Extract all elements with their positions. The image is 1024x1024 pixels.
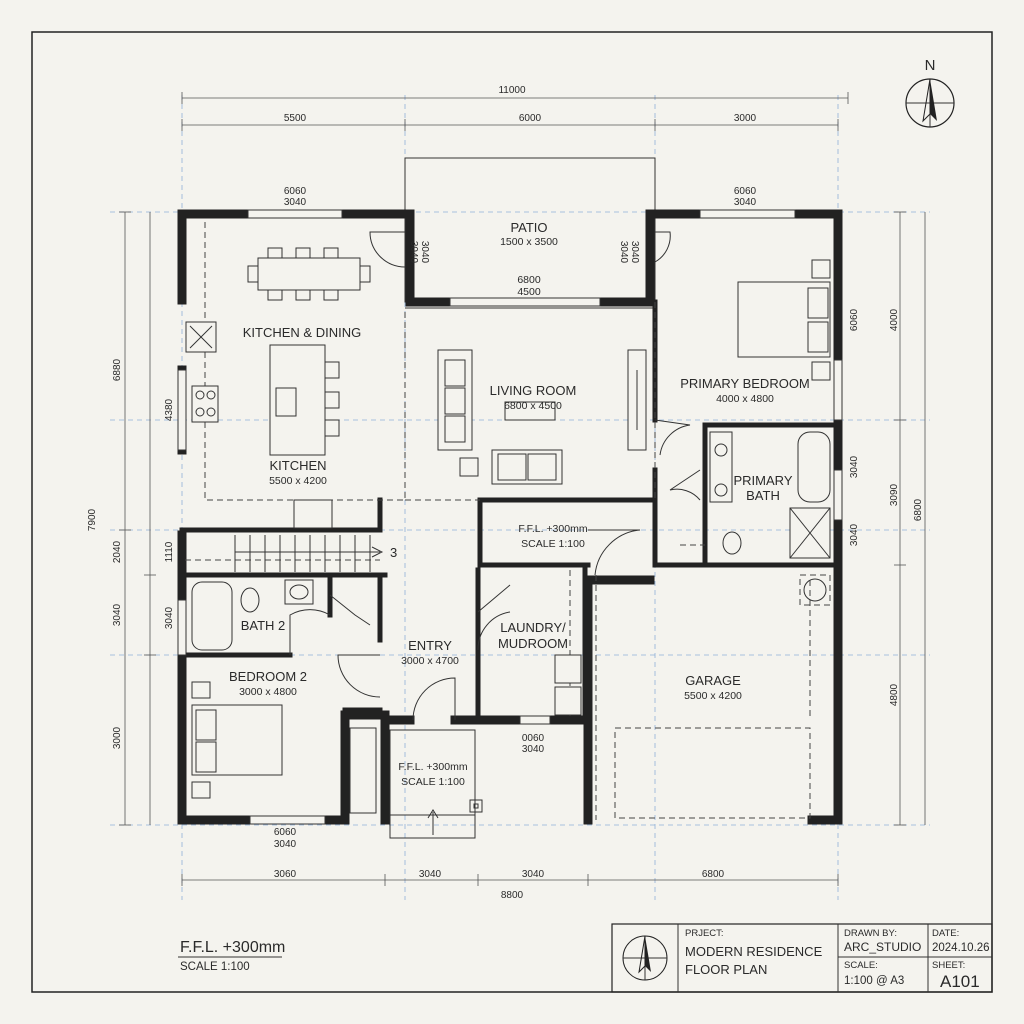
tb-sheet-label: SHEET:	[932, 960, 965, 971]
tag-left-stair: 1110	[164, 541, 175, 562]
tag-bottom-left-1: 6060	[274, 827, 297, 838]
sheet-border	[31, 31, 993, 993]
label-garage-size: 5500 x 4200	[684, 690, 742, 702]
bottom-dimensions: 3060 3040 3040 6800 8800	[181, 869, 839, 901]
label-laundry-1: LAUNDRY/	[500, 620, 566, 635]
laundry-garage-fixtures	[469, 654, 582, 813]
label-primary-bedroom-size: 4000 x 4800	[716, 393, 774, 405]
tb-project-2: FLOOR PLAN	[685, 962, 767, 977]
label-kitchen: KITCHEN	[269, 458, 326, 473]
dim-left-3000: 3000	[112, 726, 123, 749]
tag-top-left-1: 6060	[284, 186, 307, 197]
stair-count: 3	[390, 545, 397, 560]
label-patio: PATIO	[510, 220, 547, 235]
note-scale-main: SCALE 1:100	[180, 961, 250, 973]
north-label: N	[925, 57, 936, 74]
dim-bottom-seg-1: 3060	[274, 869, 297, 880]
tb-project-label: PRJECT:	[685, 928, 724, 939]
dim-top-seg-1: 5500	[284, 113, 307, 124]
label-bedroom2-size: 3000 x 4800	[239, 686, 297, 698]
dim-right-4000: 4000	[889, 308, 900, 331]
dim-left-outer-bottom: 7900	[87, 508, 98, 531]
label-patio-size: 1500 x 3500	[500, 236, 558, 248]
tag-right-wc: 3040	[849, 523, 860, 546]
label-bath2: BATH 2	[241, 618, 286, 633]
dashed-boundaries	[185, 222, 831, 820]
doors	[289, 231, 701, 721]
dim-right-6800: 6800	[913, 498, 924, 521]
tb-scale-value: 1:100 @ A3	[844, 975, 904, 987]
title-block: PRJECT: MODERN RESIDENCE FLOOR PLAN DRAW…	[611, 923, 993, 993]
dim-top-total: 11000	[498, 85, 526, 96]
label-bedroom2: BEDROOM 2	[229, 669, 307, 684]
note-ffl-entry: F.F.L. +300mm	[398, 761, 467, 773]
label-living: LIVING ROOM	[490, 383, 577, 398]
kitchen-dining-furniture	[185, 247, 371, 529]
main-ffl-note: F.F.L. +300mm SCALE 1:100	[178, 939, 285, 973]
tb-scale-label: SCALE:	[844, 960, 878, 971]
dim-left-3040: 3040	[112, 603, 123, 626]
note-ffl-main: F.F.L. +300mm	[180, 939, 285, 956]
label-entry-size: 3000 x 4700	[401, 655, 459, 667]
label-primary-bath-1: PRIMARY	[734, 473, 793, 488]
right-dimensions: 4000 3090 6800 4800	[889, 211, 926, 826]
label-living-size: 6800 x 4500	[504, 400, 562, 412]
tag-patio-right: 30403040	[618, 241, 640, 264]
dim-left-outer-top: 6880	[112, 358, 123, 381]
top-dimensions: 11000 5500 6000 3000	[181, 85, 849, 131]
room-labels: KITCHEN & DINING KITCHEN 5500 x 4200 PAT…	[229, 220, 810, 788]
label-primary-bedroom: PRIMARY BEDROOM	[680, 376, 810, 391]
dim-bottom-total: 8800	[501, 890, 524, 901]
label-kitchen-size: 5500 x 4200	[269, 475, 327, 487]
note-ffl-hall: F.F.L. +300mm	[518, 523, 587, 535]
note-scale-entry: SCALE 1:100	[401, 776, 465, 788]
dim-bottom-seg-3: 3040	[522, 869, 545, 880]
tag-right-bed: 6060	[849, 308, 860, 331]
tb-sheet-value: A101	[940, 972, 980, 991]
dim-bottom-seg-2: 3040	[419, 869, 442, 880]
label-garage: GARAGE	[685, 673, 741, 688]
tag-left-side: 4380	[164, 398, 175, 421]
dim-left-2040: 2040	[112, 540, 123, 563]
tag-top-left-2: 3040	[284, 197, 307, 208]
living-furniture	[437, 349, 647, 485]
tag-patio-left: 30403040	[408, 241, 430, 264]
tag-laundry-2: 3040	[522, 744, 545, 755]
label-patio-opening-1: 6800	[517, 274, 541, 286]
tag-left-bath: 3040	[164, 606, 175, 629]
label-kitchen-dining: KITCHEN & DINING	[243, 325, 361, 340]
dim-top-seg-3: 3000	[734, 113, 757, 124]
bath2-bedroom2-furniture	[191, 579, 377, 814]
tag-right-bath: 3040	[849, 455, 860, 478]
tb-project-1: MODERN RESIDENCE	[685, 944, 823, 959]
tag-top-right-2: 3040	[734, 197, 757, 208]
tag-laundry-1: 0060	[522, 733, 545, 744]
label-entry: ENTRY	[408, 638, 452, 653]
dim-top-seg-2: 6000	[519, 113, 542, 124]
label-patio-opening-2: 4500	[517, 286, 541, 298]
tag-bottom-left-2: 3040	[274, 839, 297, 850]
tb-date-value: 2024.10.26	[932, 942, 990, 954]
dim-right-3090: 3090	[889, 483, 900, 506]
label-primary-bath-2: BATH	[746, 488, 780, 503]
primary-bedroom-furniture	[709, 259, 831, 602]
tb-drawn-value: ARC_STUDIO	[844, 940, 921, 954]
window-tags: 6060 3040 6060 3040 30403040 30403040 60…	[164, 186, 860, 850]
tb-drawn-label: DRAWN BY:	[844, 928, 897, 939]
tag-top-right-1: 6060	[734, 186, 757, 197]
left-dimensions: 6880 7900 2040 3040 3000	[87, 211, 156, 826]
note-scale-hall: SCALE 1:100	[521, 538, 585, 550]
windows	[177, 209, 843, 825]
stairs: 3	[234, 535, 397, 572]
label-laundry-2: MUDROOM	[498, 636, 568, 651]
entry-steps	[389, 729, 476, 839]
tb-date-label: DATE:	[932, 928, 959, 939]
dim-right-4800: 4800	[889, 683, 900, 706]
north-arrow: N	[905, 57, 955, 128]
dim-bottom-seg-4: 6800	[702, 869, 725, 880]
